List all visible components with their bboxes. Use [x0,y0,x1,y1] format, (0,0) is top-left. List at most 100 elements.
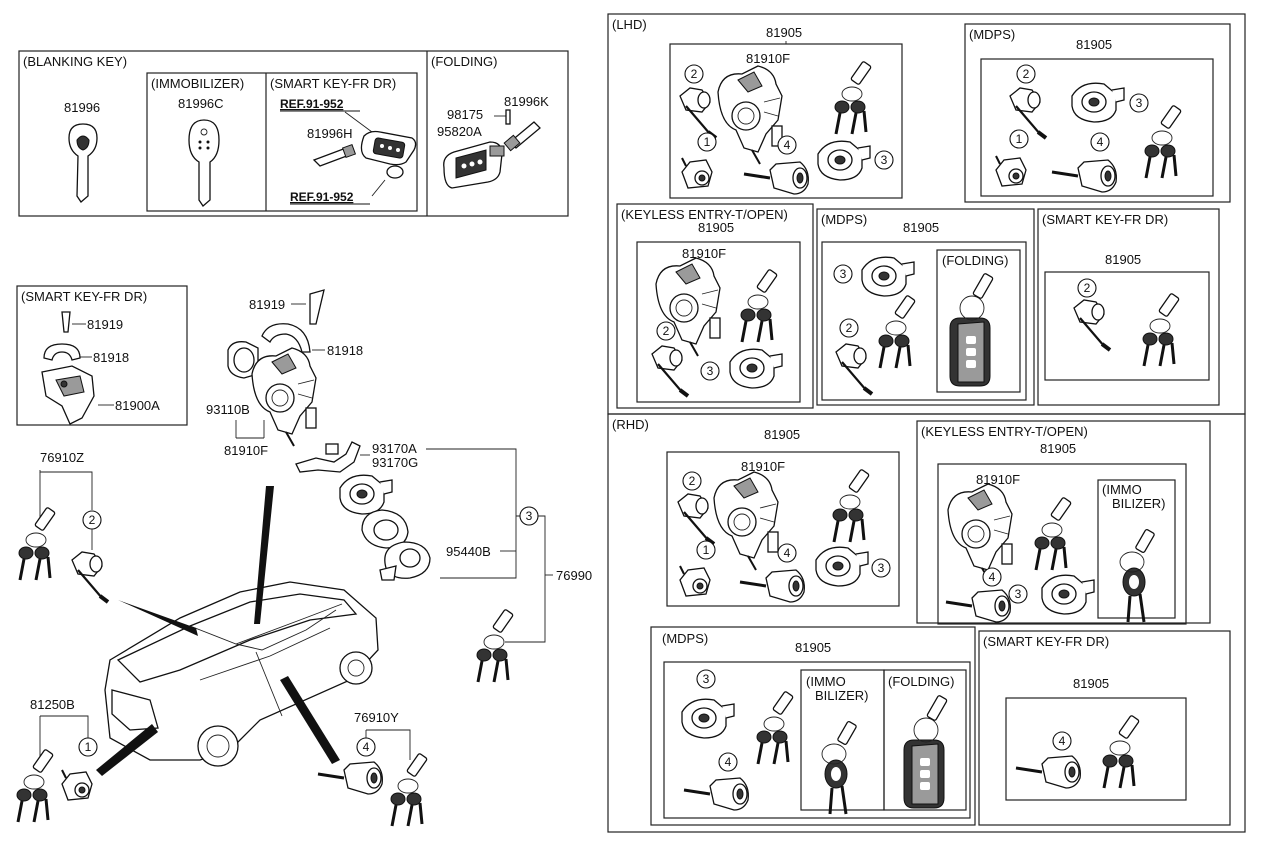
svg-text:1: 1 [703,543,710,557]
callout-4: 4 [1052,731,1072,751]
lhd-main-box [669,43,903,199]
callout-3: 3 [700,361,720,381]
rhd-smart-box [1005,697,1187,801]
ignition-lock-assembly-icon [655,257,721,357]
door-lock-cylinder-icon [70,550,110,604]
callout-2: 2 [656,321,676,341]
part-81919: 81919 [249,297,285,312]
part-76990: 76990 [556,568,592,583]
battery-icon [386,165,404,179]
ignition-switch-icon [681,698,735,739]
ignition-lock-assembly-icon [717,65,783,165]
rhd-mdps-immo-2: BILIZER) [815,688,868,703]
rhd-main-box [666,451,900,607]
callout-4-left: 4 [356,737,376,757]
svg-text:3: 3 [1015,587,1022,601]
ignition-lock-assembly-icon [713,471,779,571]
callout-2-left: 2 [82,510,102,530]
rhd-keyless-immo-box [1097,479,1176,619]
ignition-lock-assembly-icon [947,483,1013,583]
car-body-icon [104,581,379,767]
immobilizer-module-icon [379,541,431,581]
lhd-mdps2-box [821,241,1027,401]
keychain-icon [877,293,917,370]
folding-key-fob-icon [949,272,994,387]
door-lock-cylinder-icon [676,492,716,546]
lhd-mdps-panel [964,23,1231,203]
rhd-title: (RHD) [612,417,649,432]
rhd-mdps-title: (MDPS) [662,631,708,646]
bolt-icon [309,289,325,325]
svg-text:3: 3 [707,364,714,378]
svg-text:4: 4 [784,546,791,560]
rhd-mdps-box [663,661,971,819]
callout-4: 4 [777,135,797,155]
immobilizer-title: (IMMOBILIZER) [151,76,244,91]
immobilizer-smartkey-panel [146,72,418,212]
ignition-switch-icon [817,140,871,181]
pointer-arrow [96,724,158,776]
smart-key-small-title: (SMART KEY-FR DR) [21,289,147,304]
keychain-icon [1143,103,1183,180]
immobilizer-key-icon [1118,527,1157,624]
folding-key-blade-icon [503,121,541,152]
immobilizer-key-icon [820,719,859,816]
lhd-keyless-box [636,241,801,403]
rhd-keyless-part: 81905 [1040,441,1076,456]
svg-text:2: 2 [663,324,670,338]
keychain-icon [389,751,429,828]
svg-text:1: 1 [704,135,711,149]
rhd-keyless-box [937,463,1187,625]
part-76910z: 76910Z [40,450,84,465]
lhd-smart-part: 81905 [1105,252,1141,267]
callout-2: 2 [682,471,702,491]
shield-bracket-icon [43,343,81,361]
pointer-arrow [254,486,274,624]
part-81918-small: 81918 [93,350,129,365]
keychain-icon [475,607,515,684]
keychain-icon [833,59,873,136]
svg-text:2: 2 [89,513,96,527]
svg-text:4: 4 [1059,734,1066,748]
rhd-keyless-immo-2: BILIZER) [1112,496,1165,511]
callout-3: 3 [871,558,891,578]
rhd-part-81905: 81905 [764,427,800,442]
callout-3: 3 [874,150,894,170]
lhd-smart-panel [1037,208,1220,406]
folding-key-fob-icon [903,694,948,809]
screw-icon [61,311,71,333]
svg-text:2: 2 [689,474,696,488]
door-lock-cylinder-icon [738,568,806,604]
ref-91-952-top: REF.91-952 [280,97,344,111]
svg-text:4: 4 [784,138,791,152]
svg-text:3: 3 [703,672,710,686]
keychain-icon [739,267,779,344]
lhd-mdps2-panel [816,208,1035,406]
lhd-mdps2-part: 81905 [903,220,939,235]
rhd-keyless-immo-1: (IMMO [1102,482,1142,497]
trunk-lock-cylinder-icon [681,157,713,189]
callout-4: 4 [718,752,738,772]
svg-text:2: 2 [1023,67,1030,81]
callout-1: 1 [1009,129,1029,149]
lhd-title: (LHD) [612,17,647,32]
door-lock-cylinder-icon [944,588,1012,624]
part-81250b: 81250B [30,697,75,712]
svg-text:4: 4 [725,755,732,769]
trunk-lock-cylinder-icon [995,155,1027,187]
lhd-smart-title: (SMART KEY-FR DR) [1042,212,1168,227]
door-lock-cylinder-icon [650,344,690,398]
callout-3: 3 [1129,93,1149,113]
svg-text:3: 3 [878,561,885,575]
callout-2: 2 [1077,278,1097,298]
callout-2: 2 [1016,64,1036,84]
pointer-arrow [118,600,198,636]
callout-4: 4 [982,567,1002,587]
callout-1-left: 1 [78,737,98,757]
door-lock-cylinder-icon [678,86,718,140]
blanking-key-panel [18,50,569,217]
blanking-key-title: (BLANKING KEY) [23,54,127,69]
rhd-panel [607,413,1246,833]
lhd-smart-box [1044,271,1210,381]
